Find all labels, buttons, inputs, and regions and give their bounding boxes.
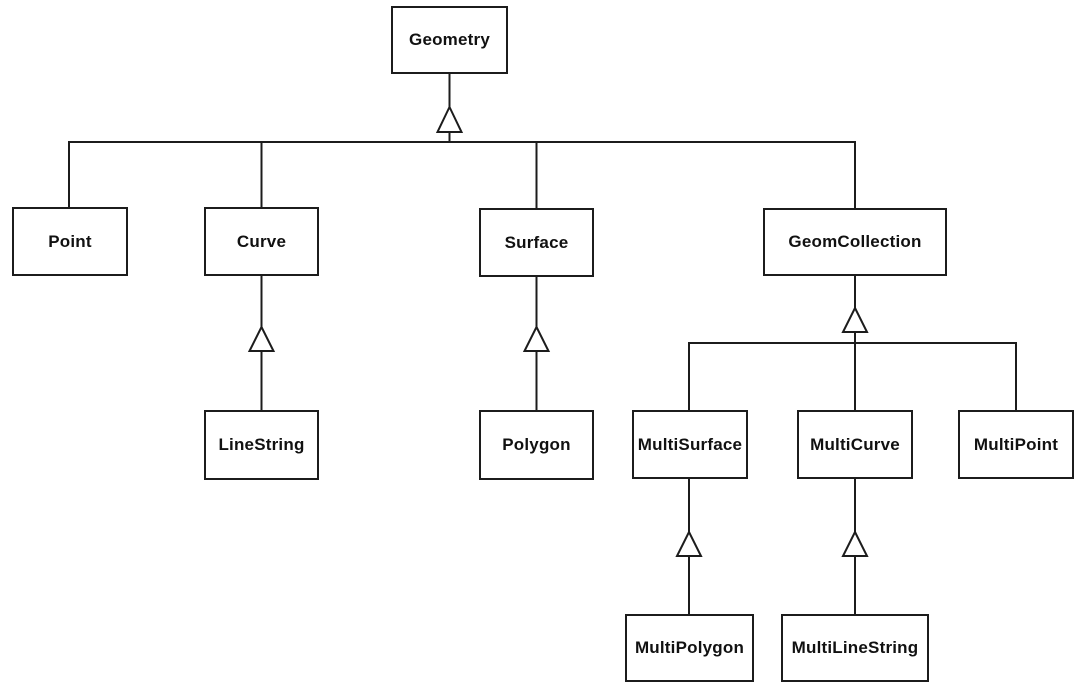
generalization-triangle-icon: [435, 104, 464, 133]
generalization-arrow-multisurface: [675, 479, 703, 614]
class-label-multipolygon: MultiPolygon: [634, 638, 745, 657]
class-label-geometry: Geometry: [409, 30, 490, 49]
class-label-multipoint: MultiPoint: [973, 434, 1059, 454]
class-label-polygon: Polygon: [502, 435, 571, 454]
class-label-multilinestring: MultiLineString: [791, 638, 919, 657]
generalization-arrow-curve: [247, 276, 276, 410]
class-box-multisurface: MultiSurface: [632, 410, 748, 479]
class-box-multicurve: MultiCurve: [797, 410, 913, 479]
generalization-arrow-surface: [522, 277, 551, 410]
class-label-multisurface: MultiSurface: [637, 434, 743, 454]
class-label-surface: Surface: [504, 232, 569, 252]
class-box-multipoint: MultiPoint: [958, 410, 1074, 479]
generalization-triangle-icon: [522, 324, 551, 352]
class-label-geomcollection: GeomCollection: [788, 232, 922, 251]
class-box-multilinestring: MultiLineString: [781, 614, 929, 682]
class-box-surface: Surface: [479, 208, 594, 277]
class-box-curve: Curve: [204, 207, 319, 276]
class-box-point: Point: [12, 207, 128, 276]
class-box-multipolygon: MultiPolygon: [625, 614, 754, 682]
generalization-arrow-geometry: [435, 74, 464, 143]
class-box-linestring: LineString: [204, 410, 319, 480]
generalization-arrow-geomcollection: [841, 276, 869, 344]
class-label-linestring: LineString: [218, 435, 305, 454]
generalization-triangle-icon: [675, 529, 703, 557]
class-label-curve: Curve: [236, 231, 287, 251]
class-box-geomcollection: GeomCollection: [763, 208, 947, 276]
generalization-triangle-icon: [247, 324, 276, 352]
generalization-arrow-multicurve: [841, 479, 869, 614]
class-label-multicurve: MultiCurve: [810, 434, 900, 454]
class-box-polygon: Polygon: [479, 410, 594, 480]
generalization-triangle-icon: [841, 529, 869, 557]
generalization-triangle-icon: [841, 305, 869, 333]
class-box-geometry: Geometry: [391, 6, 508, 74]
class-label-point: Point: [48, 231, 92, 251]
